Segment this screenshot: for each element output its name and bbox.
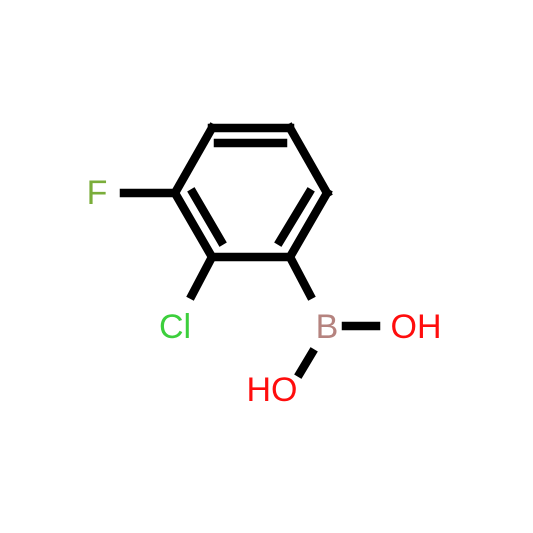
bond-c-cl: [186, 251, 218, 301]
bonds: [119, 122, 381, 379]
bond-inner-right: [274, 187, 315, 247]
bond-inner-left: [187, 187, 227, 247]
bond-ring-lower-left: [169, 187, 218, 263]
bond-ring-lower-right: [284, 187, 333, 263]
boron-label: B: [316, 308, 339, 346]
bond-ring-upper-right: [284, 122, 333, 199]
chlorine-label: Cl: [159, 308, 191, 346]
hydroxyl-right-label: OH: [391, 308, 442, 346]
bond-b-ho: [294, 347, 318, 379]
fluorine-label: F: [87, 174, 108, 212]
hydroxyl-bottom-label: HO: [247, 371, 298, 409]
bond-ring-upper-left: [169, 122, 218, 199]
bond-c-b: [284, 251, 316, 301]
